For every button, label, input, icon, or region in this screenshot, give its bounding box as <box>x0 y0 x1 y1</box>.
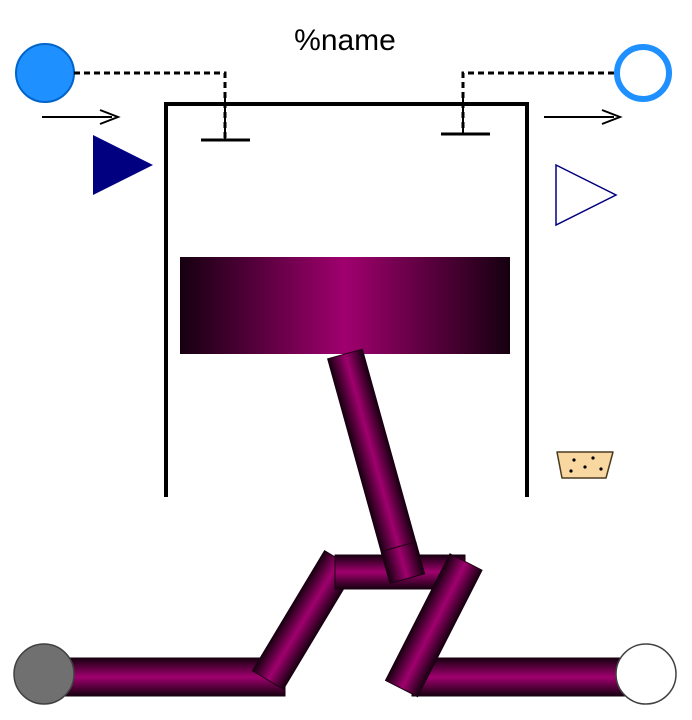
flow-out-arrow-icon <box>544 109 623 125</box>
crankshaft-right-shaft <box>411 657 646 697</box>
outlet-port-icon[interactable] <box>614 44 672 102</box>
white-flange-icon[interactable] <box>615 643 677 705</box>
filled-triangle-input-icon[interactable] <box>93 135 153 195</box>
connecting-rod-end <box>380 541 426 584</box>
crank-web-right <box>384 553 483 698</box>
hollow-triangle-output-icon[interactable] <box>555 163 618 227</box>
inlet-port-icon[interactable] <box>15 43 75 103</box>
grey-flange-icon[interactable] <box>13 643 75 705</box>
piston-head <box>180 257 510 354</box>
flow-in-arrow-icon <box>42 109 121 125</box>
heat-port-icon[interactable] <box>556 451 614 479</box>
cylinder-wall <box>164 102 529 497</box>
component-name-label: %name <box>294 24 396 57</box>
crankshaft-left-shaft <box>43 657 286 697</box>
